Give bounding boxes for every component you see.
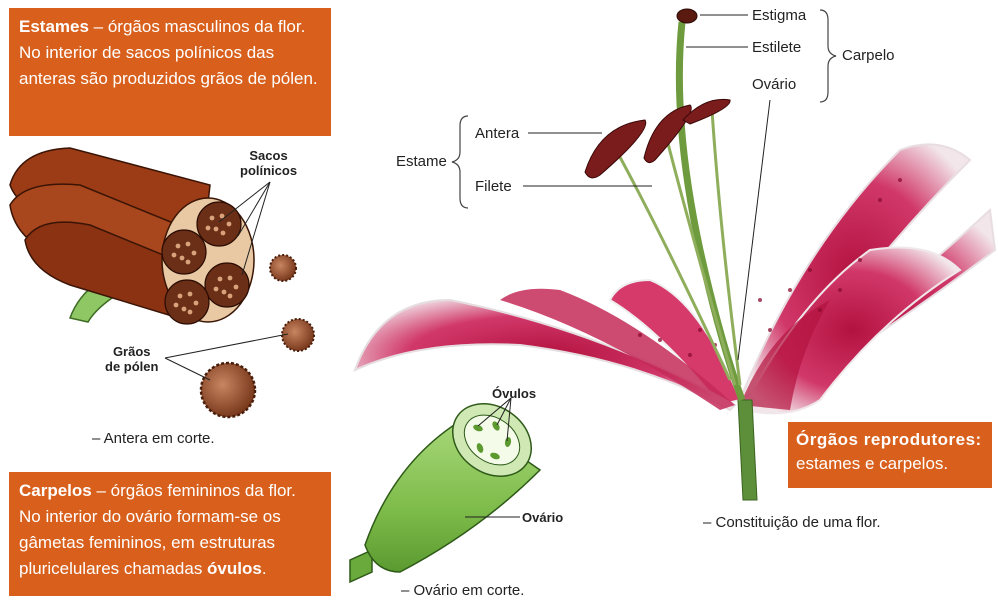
stamens-title: Estames [19, 17, 89, 36]
carpels-text-end: . [262, 559, 267, 578]
ovary-label: Ovário [752, 76, 796, 93]
reproductive-text: estames e carpelos. [796, 454, 948, 473]
carpels-title: Carpelos [19, 481, 92, 500]
ovary-section-label: Ovário [522, 510, 563, 525]
carpels-bold-word: óvulos [207, 559, 262, 578]
stigma-label: Estigma [752, 7, 806, 24]
anther-illustration [10, 148, 314, 417]
ovary-caption: – Ovário em corte. [401, 582, 524, 599]
pollen-sacs-label: Sacos polínicos [240, 148, 297, 178]
anther-caption: – Antera em corte. [92, 430, 215, 447]
anther-label: Antera [475, 125, 519, 142]
reproductive-title: Órgãos reprodutores: [796, 428, 984, 452]
flower-caption: – Constituição de uma flor. [703, 514, 881, 531]
ovary-illustration [350, 389, 545, 582]
reproductive-organs-box: Órgãos reprodutores: estames e carpelos. [788, 422, 992, 488]
pollen-grains-label: Grãos de pólen [105, 344, 158, 374]
stamen-label: Estame [396, 153, 447, 170]
carpel-label: Carpelo [842, 47, 895, 64]
carpels-info-box: Carpelos – órgãos femininos da flor. No … [9, 472, 331, 596]
ovules-label: Óvulos [492, 386, 536, 401]
style-label: Estilete [752, 39, 801, 56]
filament-label: Filete [475, 178, 512, 195]
stamens-info-box: Estames – órgãos masculinos da flor. No … [9, 8, 331, 136]
